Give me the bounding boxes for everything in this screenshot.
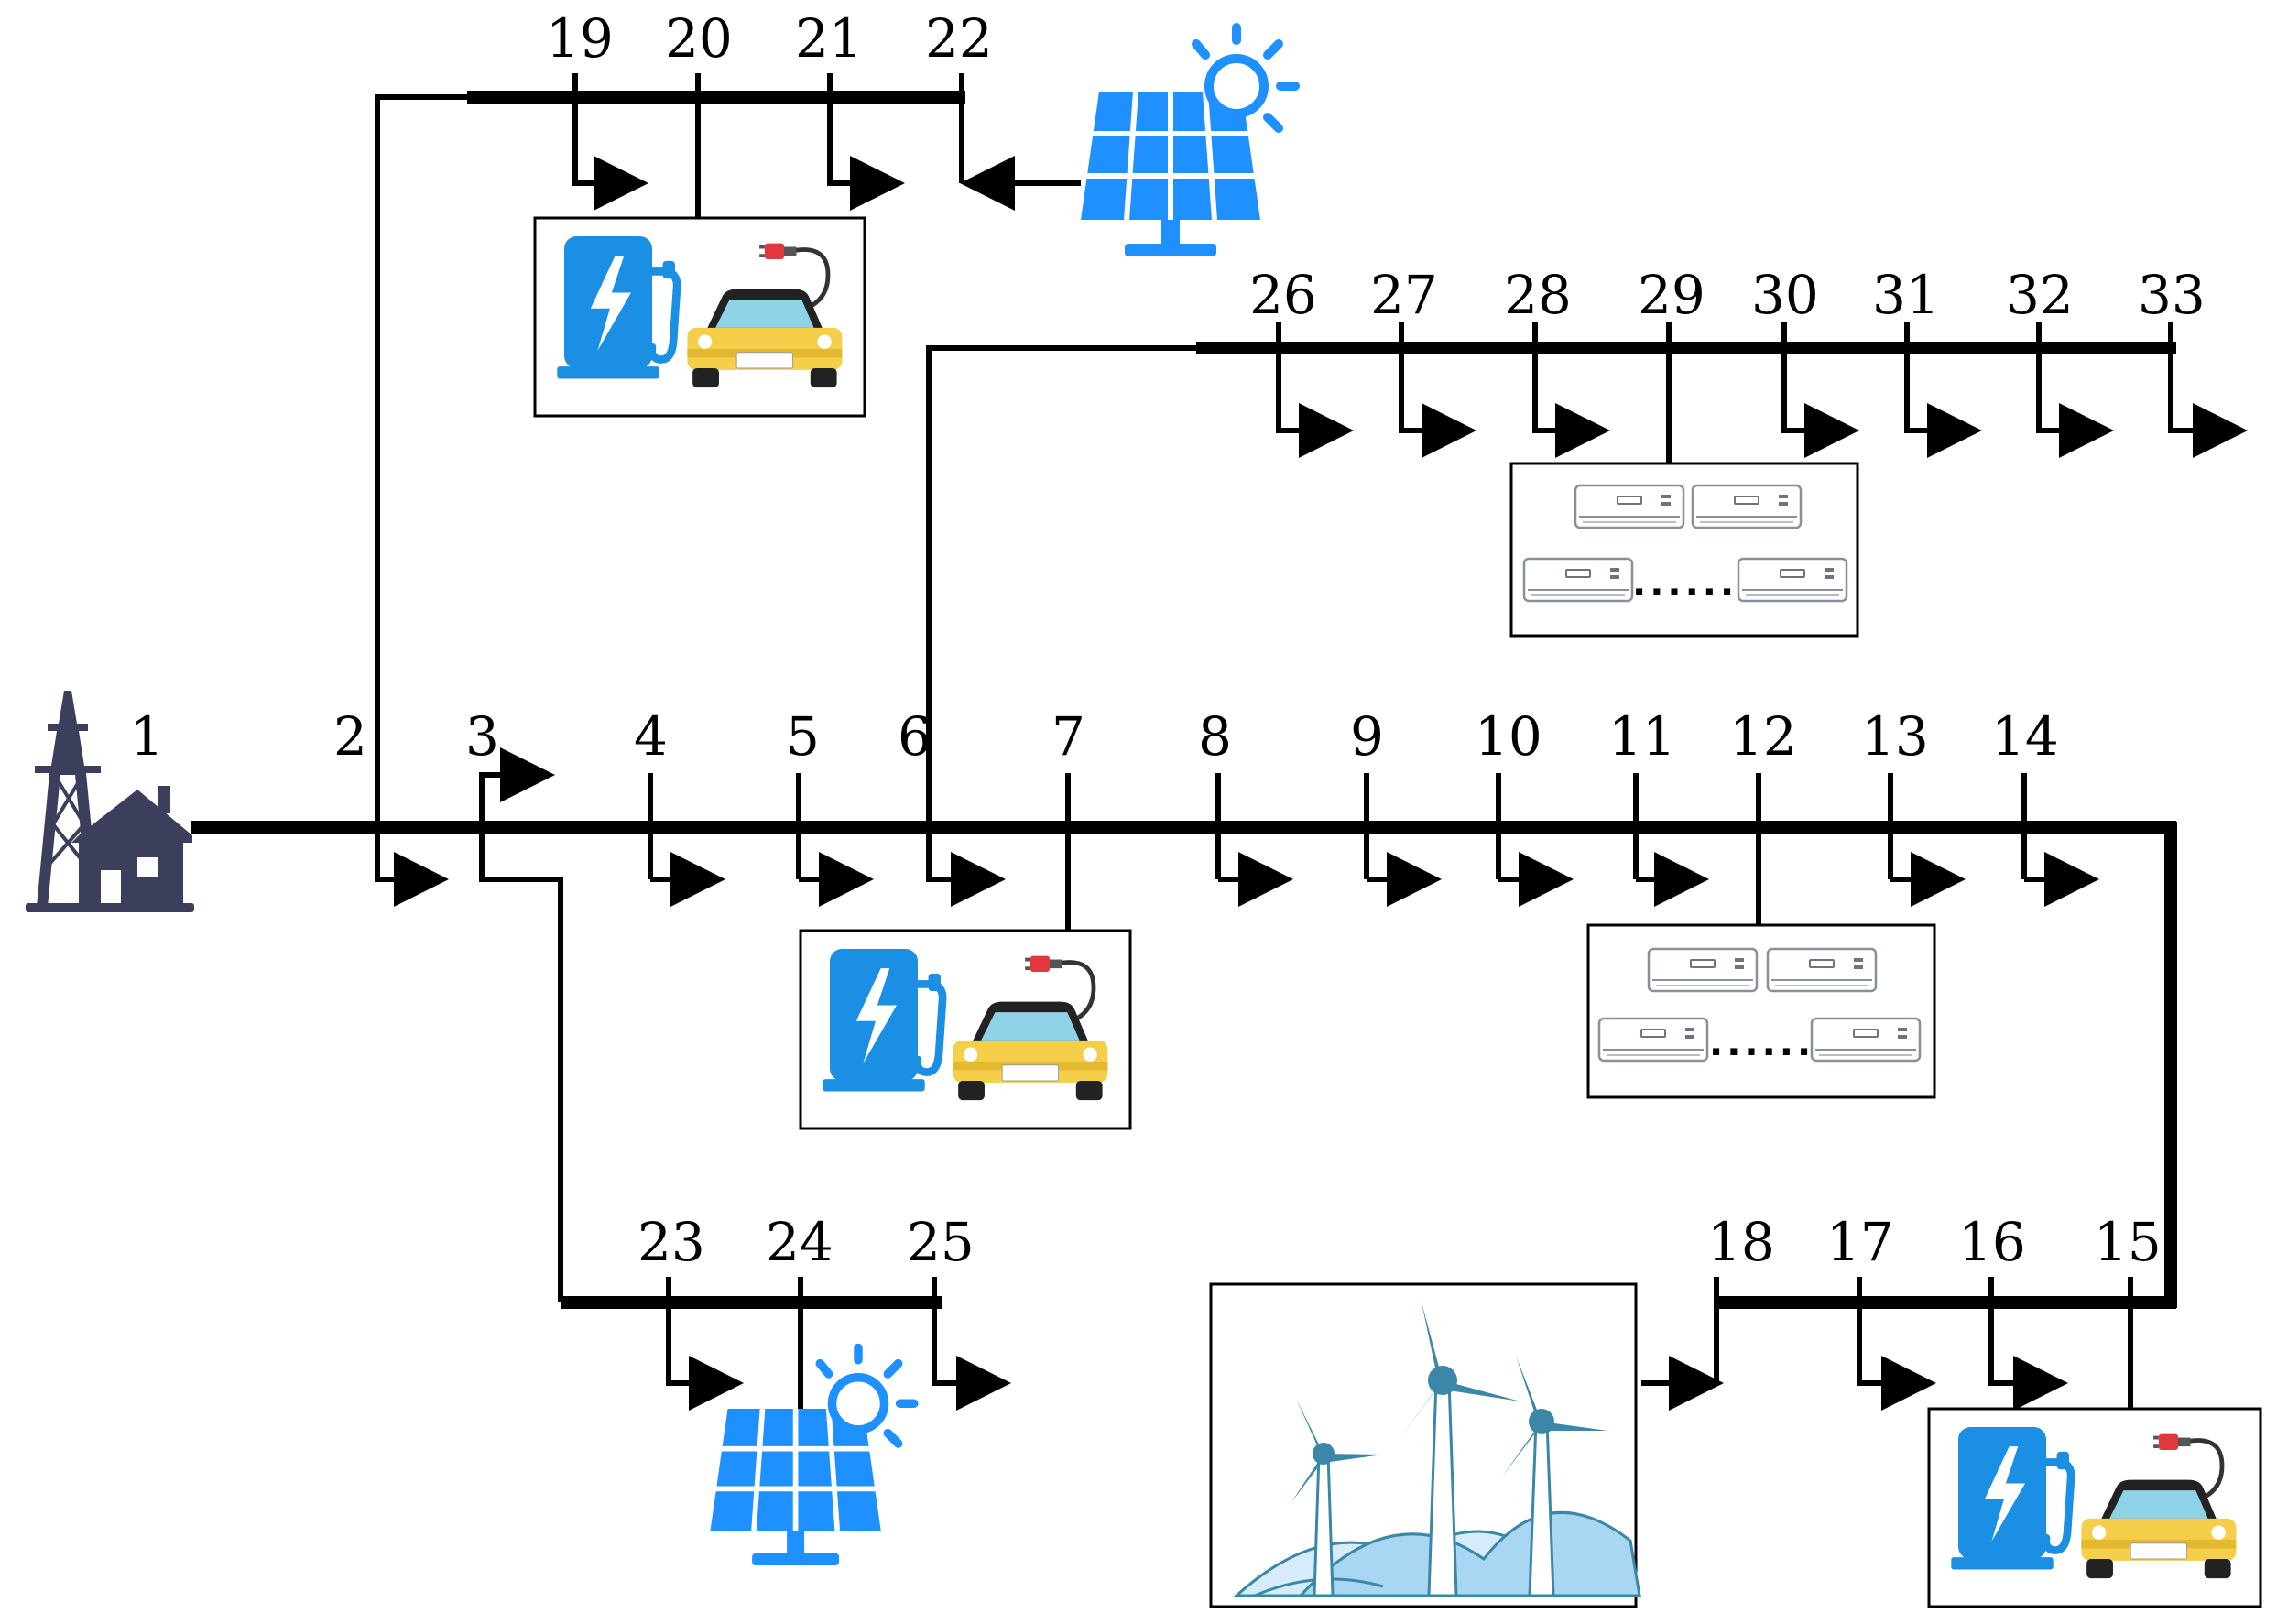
ac-group-bus-29: ...... [1509, 462, 1859, 638]
main-feeder [191, 821, 2177, 1309]
air-conditioner-icon [1597, 1017, 1709, 1063]
branch-26-33 [926, 342, 2176, 827]
ev-charger-bus-7 [799, 929, 1132, 1130]
bus-label: 24 [766, 1211, 833, 1273]
ev-charger-bus-15 [1927, 1407, 2262, 1608]
bus-label: 12 [1729, 705, 1797, 768]
bus-label: 15 [2094, 1211, 2162, 1273]
bus-label: 1 [130, 705, 164, 768]
air-conditioner-icon [1737, 557, 1848, 603]
bus-label: 23 [637, 1211, 705, 1273]
bus-label: 2 [333, 705, 367, 768]
bus-label: 30 [1751, 264, 1819, 326]
solar-panel-icon [1081, 27, 1295, 256]
bus-label: 4 [634, 705, 668, 768]
air-conditioner-icon [1574, 484, 1685, 529]
bus-label: 5 [786, 705, 820, 768]
bus-label: 8 [1198, 705, 1232, 768]
ac-group-bus-12: ...... [1586, 923, 1936, 1099]
bus-label: 26 [1249, 264, 1317, 326]
air-conditioner-icon [1810, 1017, 1922, 1063]
solar-panel-icon [711, 1348, 914, 1566]
branch-19-22 [375, 91, 965, 827]
ellipsis: ...... [1709, 1022, 1814, 1064]
bus-label: 31 [1872, 264, 1940, 326]
bus-label: 10 [1475, 705, 1542, 768]
air-conditioner-icon [1766, 947, 1878, 993]
bus-label: 19 [546, 7, 614, 70]
air-conditioner-icon [1691, 484, 1803, 529]
bus-label: 21 [795, 7, 863, 70]
bus-label: 9 [1350, 705, 1384, 768]
bus-label: 13 [1861, 705, 1929, 768]
bus-label: 14 [1991, 705, 2059, 768]
substation-tower-house-icon [26, 691, 194, 912]
load-arrows [375, 73, 2248, 1429]
bus-label: 28 [1504, 264, 1572, 326]
bus-label: 3 [465, 705, 499, 768]
bus-label: 25 [907, 1211, 975, 1273]
bus-label: 18 [1707, 1211, 1775, 1273]
ev-charger-bus-20 [533, 216, 866, 418]
wind-farm [1209, 1282, 1641, 1608]
air-conditioner-icon [1647, 947, 1759, 993]
bus-label: 7 [1051, 705, 1085, 768]
bus-label: 20 [665, 7, 733, 70]
bus-label: 6 [898, 705, 932, 768]
bus-label: 16 [1958, 1211, 2026, 1273]
air-conditioner-icon [1522, 557, 1634, 603]
bus-label: 22 [925, 7, 993, 70]
ellipsis: ...... [1632, 562, 1738, 605]
bus-label: 29 [1638, 264, 1705, 326]
branch-23-25 [479, 827, 942, 1309]
bus-label: 33 [2138, 264, 2206, 326]
bus-label: 32 [2006, 264, 2074, 326]
bus-labels: 1 2 3 4 5 6 7 8 9 10 11 12 13 14 15 16 1… [130, 7, 2206, 1273]
bus-label: 11 [1608, 705, 1676, 768]
bus-label: 27 [1370, 264, 1438, 326]
bus-label: 17 [1826, 1211, 1894, 1273]
